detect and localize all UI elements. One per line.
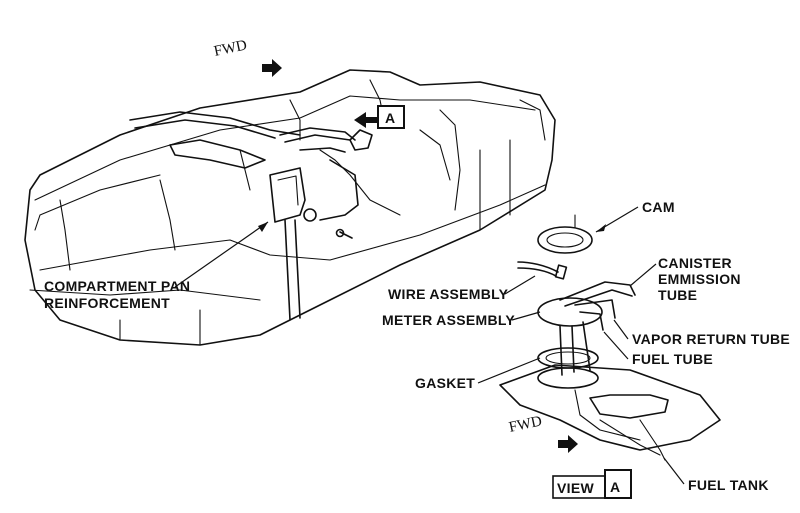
fwd-label-bottom: FWD bbox=[508, 413, 544, 436]
label-canister-2: EMMISSION bbox=[658, 271, 741, 287]
label-fuel-tube: FUEL TUBE bbox=[632, 351, 713, 367]
label-fuel-tank: FUEL TANK bbox=[688, 477, 769, 493]
view-a-marker-top: A bbox=[354, 105, 405, 129]
label-cam: CAM bbox=[642, 199, 675, 215]
view-a-word: VIEW bbox=[557, 480, 594, 496]
leader-cam-arrowhead bbox=[596, 224, 606, 232]
view-a-letter: A bbox=[610, 479, 620, 495]
fwd-arrow-bottom bbox=[558, 435, 578, 453]
leader-compartment bbox=[174, 221, 269, 288]
top-sender-tubes bbox=[129, 111, 373, 239]
leader-vapor-return-tube bbox=[613, 319, 629, 340]
view-a-arrow-icon bbox=[354, 112, 378, 128]
label-compartment-2: REINFORCEMENT bbox=[44, 295, 170, 311]
fwd-arrow-top bbox=[262, 59, 282, 77]
leader-fuel-tank bbox=[663, 457, 685, 485]
fuel-tank-body bbox=[24, 69, 556, 346]
label-gasket: GASKET bbox=[415, 375, 475, 391]
view-a-box: VIEW A bbox=[552, 469, 632, 499]
leader-compartment-arrowhead bbox=[258, 222, 268, 232]
leader-fuel-tube bbox=[603, 331, 629, 360]
leader-gasket bbox=[477, 357, 541, 384]
cam-ring bbox=[537, 214, 593, 254]
view-a-tank-section bbox=[499, 364, 721, 461]
view-a-letter-top: A bbox=[385, 110, 395, 126]
label-canister-3: TUBE bbox=[658, 287, 697, 303]
leader-canister bbox=[629, 263, 657, 287]
fwd-label-top: FWD bbox=[213, 37, 249, 60]
leader-wire-assembly bbox=[504, 275, 536, 295]
leader-meter-assembly bbox=[511, 311, 541, 321]
label-wire-assembly: WIRE ASSEMBLY bbox=[388, 286, 509, 302]
label-canister-1: CANISTER bbox=[658, 255, 732, 271]
label-vapor-return-tube: VAPOR RETURN TUBE bbox=[632, 331, 790, 347]
compartment-pan bbox=[269, 167, 306, 223]
wire-assembly bbox=[517, 261, 568, 280]
label-compartment-1: COMPARTMENT PAN bbox=[44, 278, 190, 294]
label-meter-assembly: METER ASSEMBLY bbox=[382, 312, 515, 328]
